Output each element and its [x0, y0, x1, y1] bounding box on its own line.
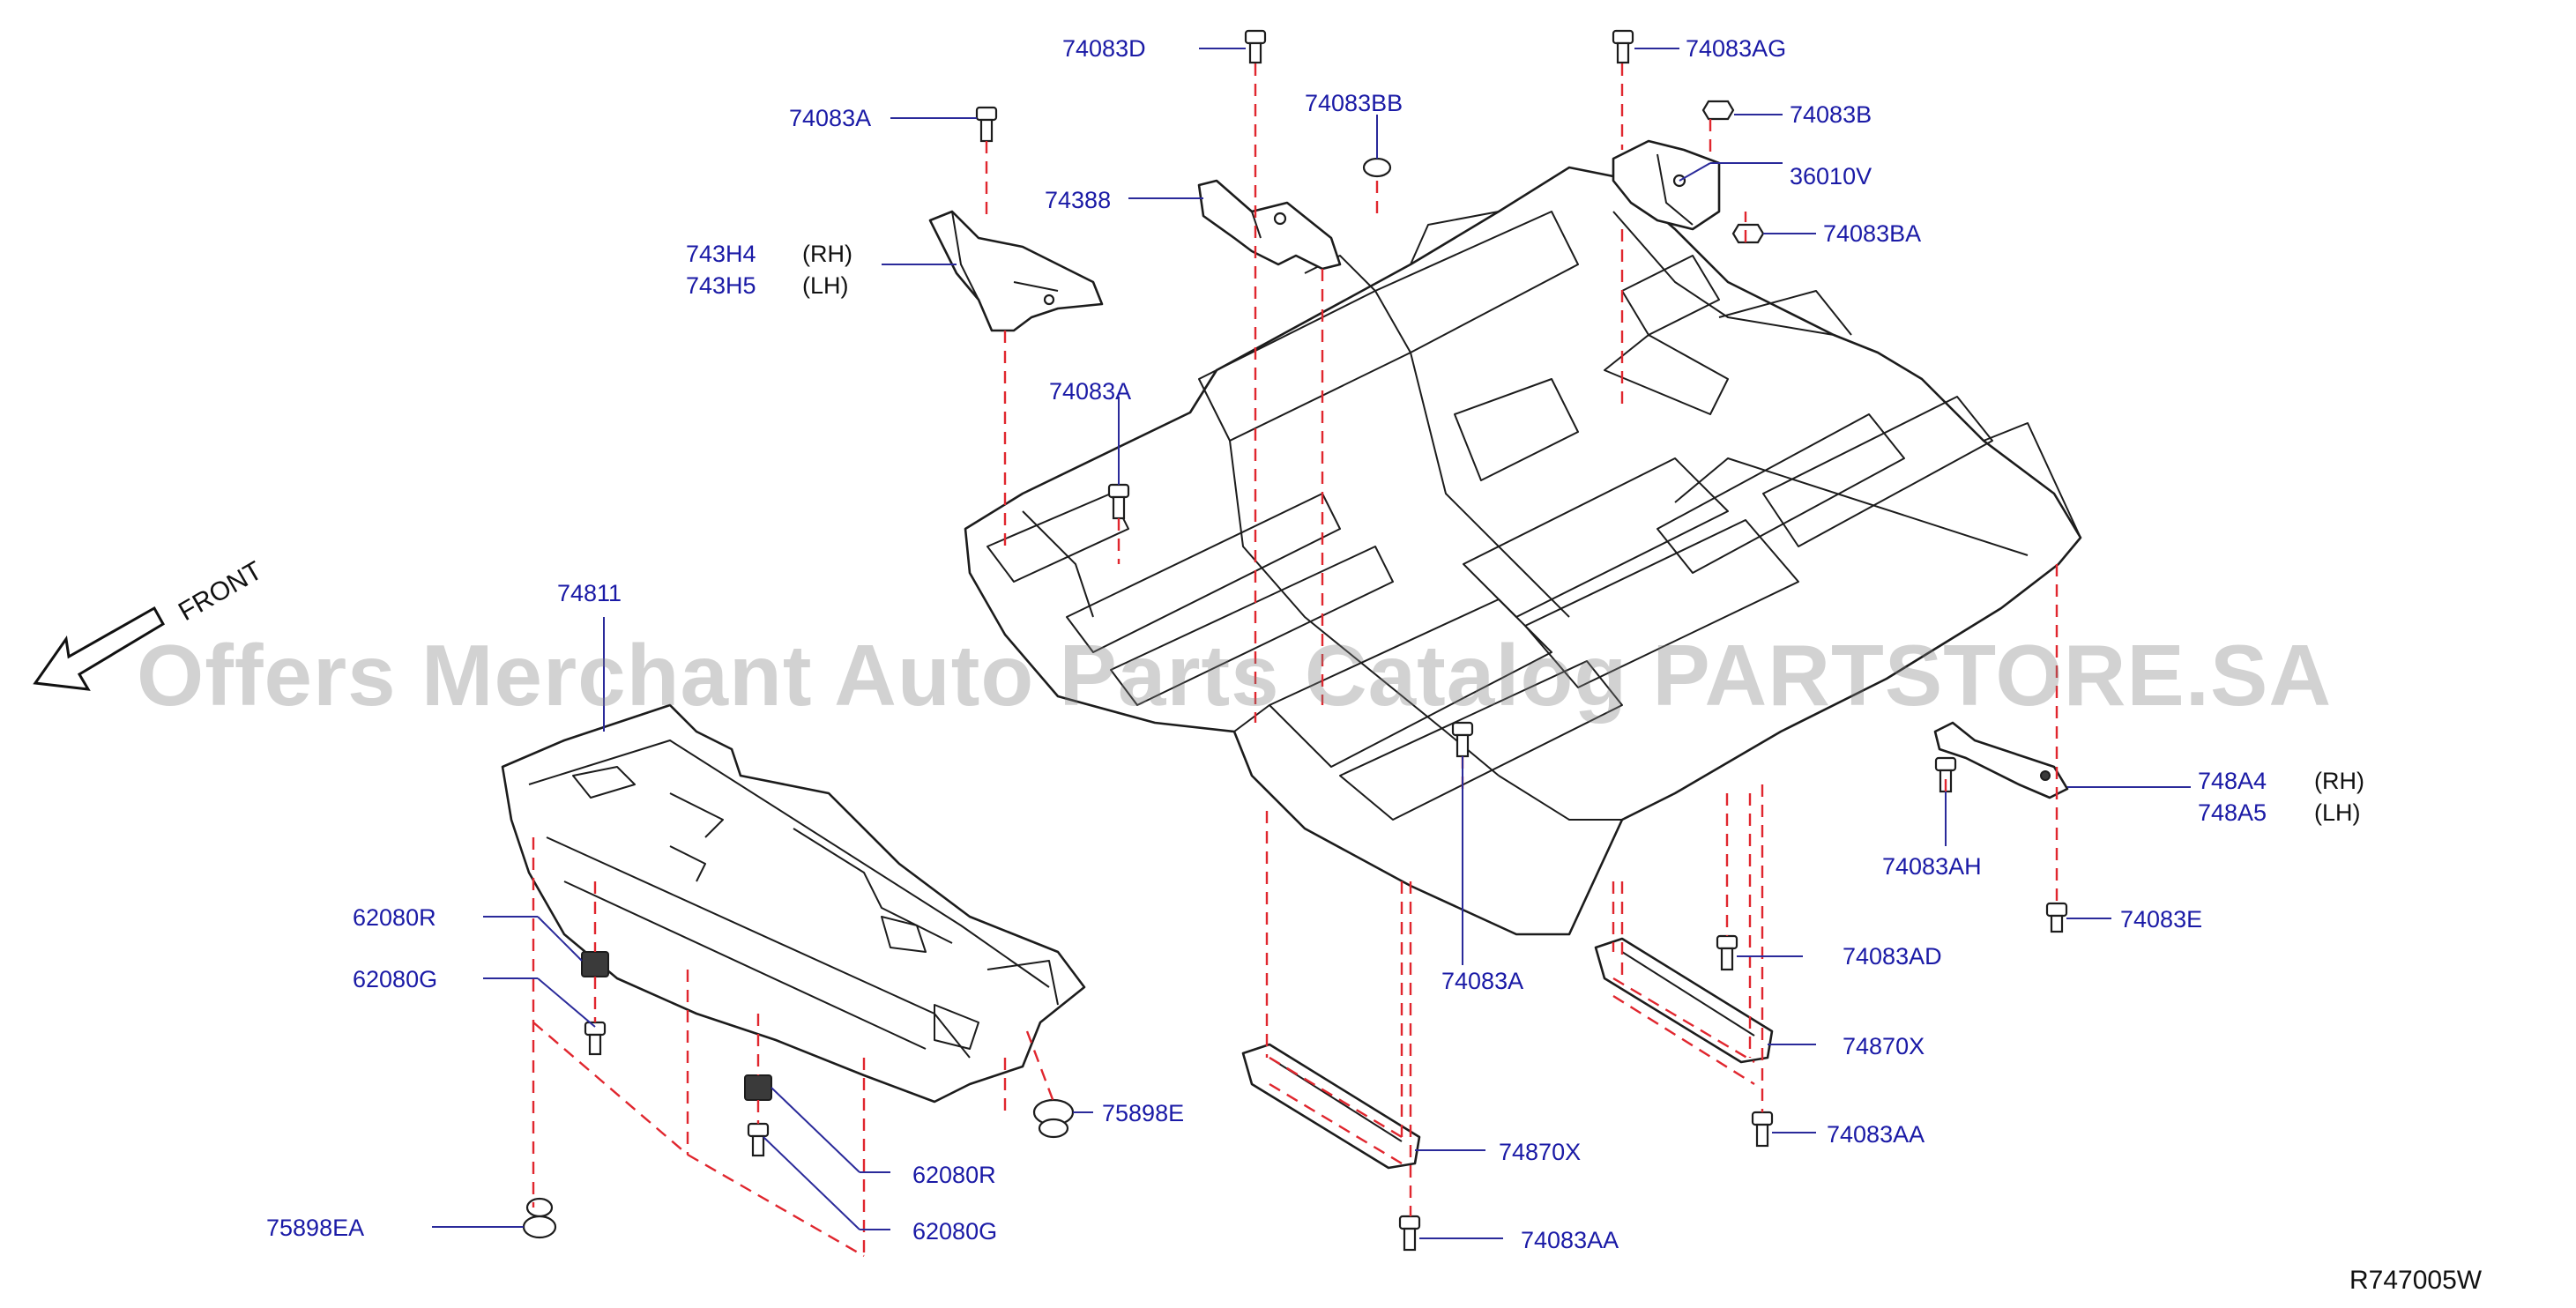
callout-743h5: 743H5	[686, 272, 756, 299]
callout-75898e: 75898E	[1102, 1100, 1184, 1126]
engine-undercover	[501, 703, 1086, 1104]
callout-74083b: 74083B	[1790, 101, 1872, 128]
front-label: FRONT	[174, 556, 267, 627]
bracket-748a	[1933, 721, 2069, 799]
callout-74083a-mid: 74083A	[1049, 378, 1131, 405]
note-lh-748a5: (LH)	[2314, 799, 2361, 826]
callout-62080r-a: 62080R	[353, 904, 436, 931]
member-74870x-left	[1241, 1043, 1421, 1170]
callout-62080g-a: 62080G	[353, 966, 437, 992]
diagram-code: R747005W	[2349, 1266, 2483, 1295]
callout-74870x-l: 74870X	[1499, 1139, 1581, 1165]
fastener-bolts	[522, 29, 2068, 1252]
callout-74083bb: 74083BB	[1305, 90, 1403, 116]
callout-74083ba: 74083BA	[1823, 220, 1921, 247]
callout-74083ag: 74083AG	[1686, 35, 1786, 62]
callout-75898ea: 75898EA	[266, 1215, 364, 1241]
callout-36010v: 36010V	[1790, 163, 1872, 190]
note-rh-748a4: (RH)	[2314, 768, 2364, 794]
callout-74870x-r: 74870X	[1843, 1033, 1925, 1059]
note-rh-743h4: (RH)	[802, 241, 852, 267]
callout-74083aa-r: 74083AA	[1827, 1121, 1925, 1148]
watermark: Offers Merchant Auto Parts Catalog PARTS…	[137, 627, 2332, 724]
bracket-743h	[928, 210, 1104, 332]
callout-748a4: 748A4	[2198, 768, 2267, 794]
callout-74083aa-l: 74083AA	[1521, 1227, 1619, 1253]
clip-62080r-a	[581, 951, 609, 977]
alignment-dashes	[532, 63, 2059, 1258]
callout-74083e: 74083E	[2120, 906, 2202, 933]
callout-743h4: 743H4	[686, 241, 756, 267]
callout-74388: 74388	[1045, 187, 1111, 213]
callout-74083a-low: 74083A	[1441, 968, 1523, 994]
callout-74083ah: 74083AH	[1882, 853, 1982, 880]
callout-74083d: 74083D	[1062, 35, 1146, 62]
callout-748a5: 748A5	[2198, 799, 2267, 826]
floor-panel	[964, 166, 2082, 936]
front-arrow-icon	[33, 606, 166, 691]
callout-74811: 74811	[557, 580, 622, 606]
callout-62080r-b: 62080R	[912, 1162, 996, 1188]
callout-labels: 74083D 74083AG 74083A 74083BB 74083B 360…	[266, 35, 2364, 1253]
callout-74083a-top: 74083A	[789, 105, 871, 131]
bracket-36010v	[1612, 139, 1721, 231]
note-lh-743h5: (LH)	[802, 272, 849, 299]
callout-62080g-b: 62080G	[912, 1218, 997, 1245]
bracket-74388	[1197, 179, 1342, 271]
clip-62080r-b	[744, 1074, 772, 1101]
member-74870x-right	[1594, 937, 1774, 1064]
leader-lines	[432, 48, 2191, 1239]
callout-74083ad: 74083AD	[1843, 943, 1942, 970]
